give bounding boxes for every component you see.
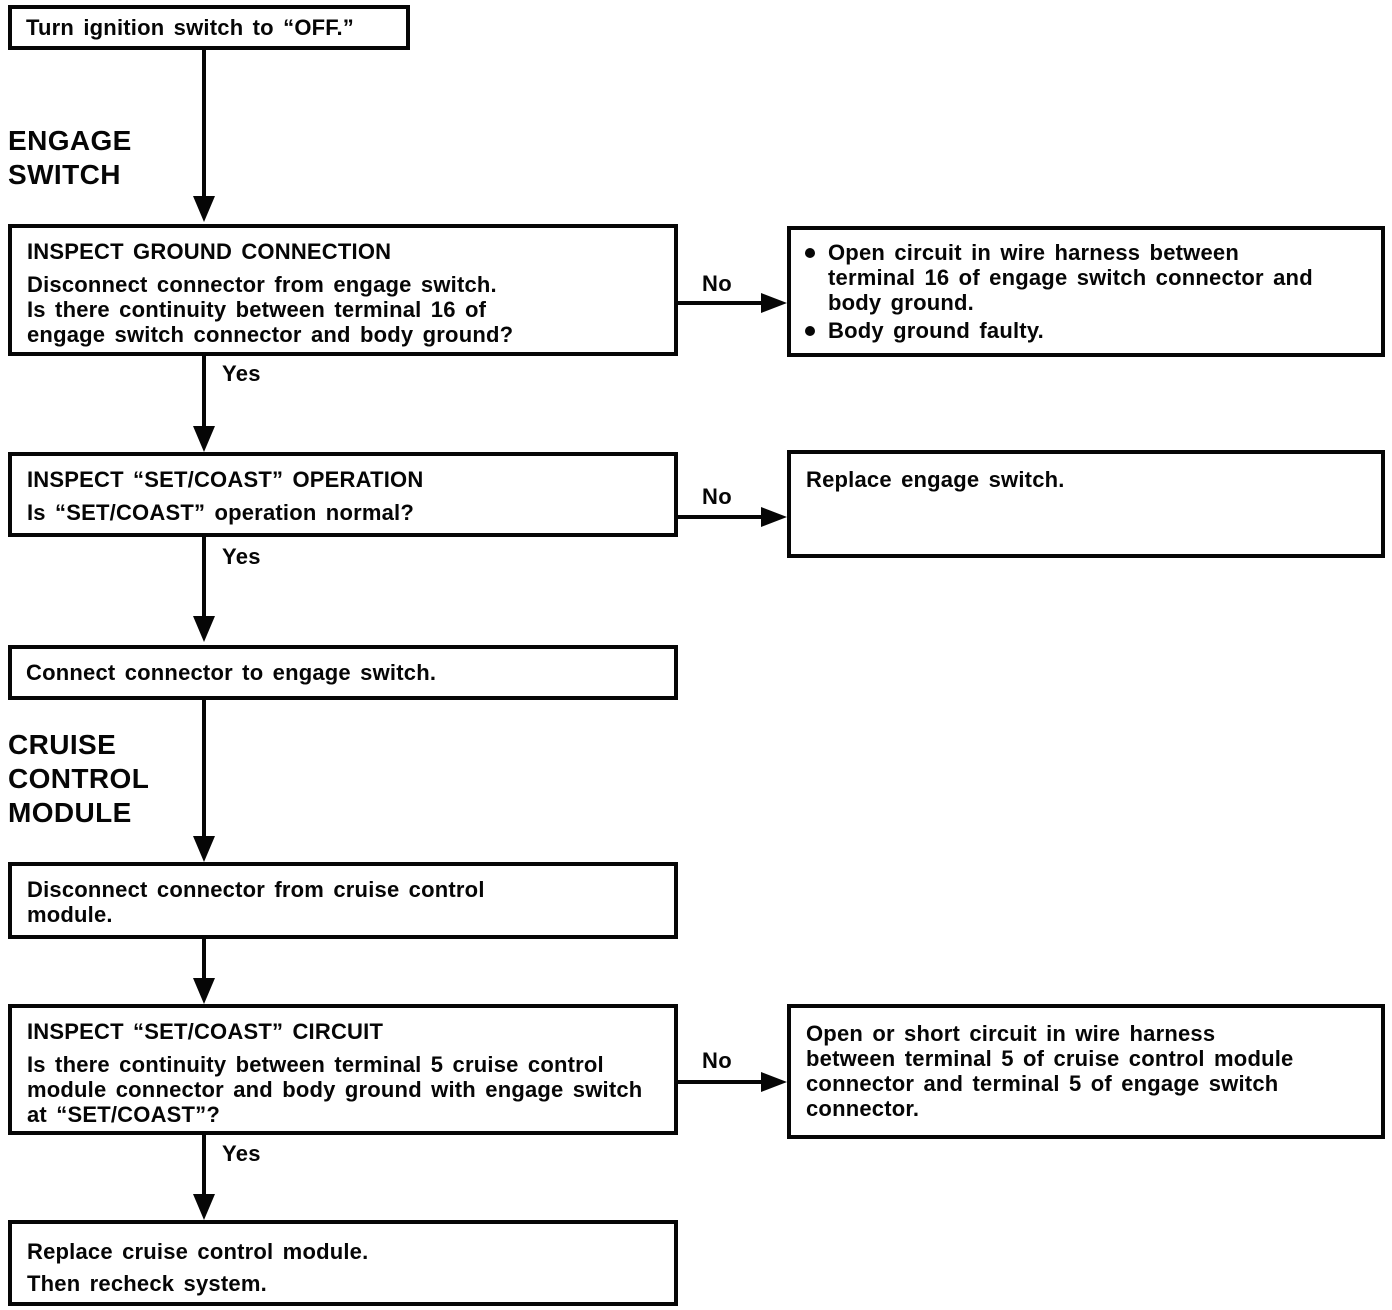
arrowhead-down-icon bbox=[193, 426, 215, 452]
result-box-replace-cruise-module: Replace cruise control module. Then rech… bbox=[8, 1220, 678, 1306]
no-label: No bbox=[702, 1048, 732, 1073]
result-box-replace-engage-switch: Replace engage switch. bbox=[787, 450, 1385, 558]
flow-line bbox=[202, 537, 206, 616]
arrowhead-down-icon bbox=[193, 196, 215, 222]
box-body: Replace engage switch. bbox=[806, 467, 1065, 492]
bullet-text: Open circuit in wire harness between ter… bbox=[828, 240, 1313, 315]
yes-label: Yes bbox=[222, 361, 261, 386]
flow-line bbox=[202, 939, 206, 980]
bullet-icon bbox=[805, 326, 815, 336]
arrowhead-right-icon bbox=[761, 293, 787, 313]
flow-line bbox=[202, 355, 206, 428]
arrowhead-down-icon bbox=[193, 1194, 215, 1220]
process-box-disconnect-cruise-module: Disconnect connector from cruise control… bbox=[8, 862, 678, 939]
no-label: No bbox=[702, 271, 732, 296]
arrowhead-down-icon bbox=[193, 978, 215, 1004]
process-box-connect-connector: Connect connector to engage switch. bbox=[8, 645, 678, 700]
box-body: Is “SET/COAST” operation normal? bbox=[27, 500, 414, 525]
flow-line bbox=[676, 515, 764, 519]
box-title: INSPECT “SET/COAST” OPERATION bbox=[27, 467, 424, 492]
result-box-ground-connection-fail: Open circuit in wire harness between ter… bbox=[787, 226, 1385, 357]
arrowhead-right-icon bbox=[761, 507, 787, 527]
arrowhead-down-icon bbox=[193, 836, 215, 862]
box-body: Replace cruise control module. Then rech… bbox=[27, 1239, 369, 1296]
arrowhead-down-icon bbox=[193, 616, 215, 642]
box-body: Disconnect connector from engage switch.… bbox=[27, 272, 514, 347]
yes-label: Yes bbox=[222, 544, 261, 569]
start-box: Turn ignition switch to “OFF.” bbox=[8, 5, 410, 50]
flow-line bbox=[676, 1080, 764, 1084]
box-body: Connect connector to engage switch. bbox=[26, 660, 437, 685]
flow-line bbox=[202, 1135, 206, 1196]
no-label: No bbox=[702, 484, 732, 509]
decision-box-inspect-set-coast-operation: INSPECT “SET/COAST” OPERATION Is “SET/CO… bbox=[8, 452, 678, 537]
box-body: Disconnect connector from cruise control… bbox=[27, 877, 485, 927]
bullet-icon bbox=[805, 248, 815, 258]
flow-line bbox=[676, 301, 764, 305]
arrowhead-right-icon bbox=[761, 1072, 787, 1092]
bullet-list-item: Body ground faulty. bbox=[805, 318, 1367, 343]
start-box-text: Turn ignition switch to “OFF.” bbox=[26, 15, 354, 40]
result-box-set-coast-circuit-fail: Open or short circuit in wire harness be… bbox=[787, 1004, 1385, 1139]
bullet-list-item: Open circuit in wire harness between ter… bbox=[805, 240, 1367, 315]
box-title: INSPECT GROUND CONNECTION bbox=[27, 239, 392, 264]
yes-label: Yes bbox=[222, 1141, 261, 1166]
box-title: INSPECT “SET/COAST” CIRCUIT bbox=[27, 1019, 384, 1044]
box-body: Open or short circuit in wire harness be… bbox=[806, 1021, 1294, 1121]
decision-box-inspect-ground-connection: INSPECT GROUND CONNECTION Disconnect con… bbox=[8, 224, 678, 356]
bullet-text: Body ground faulty. bbox=[828, 318, 1044, 343]
flow-line bbox=[202, 700, 206, 838]
box-body: Is there continuity between terminal 5 c… bbox=[27, 1052, 643, 1127]
section-label-cruise-control-module: CRUISE CONTROL MODULE bbox=[8, 729, 150, 828]
flow-line bbox=[202, 50, 206, 198]
section-label-engage-switch: ENGAGE SWITCH bbox=[8, 125, 132, 190]
decision-box-inspect-set-coast-circuit: INSPECT “SET/COAST” CIRCUIT Is there con… bbox=[8, 1004, 678, 1135]
